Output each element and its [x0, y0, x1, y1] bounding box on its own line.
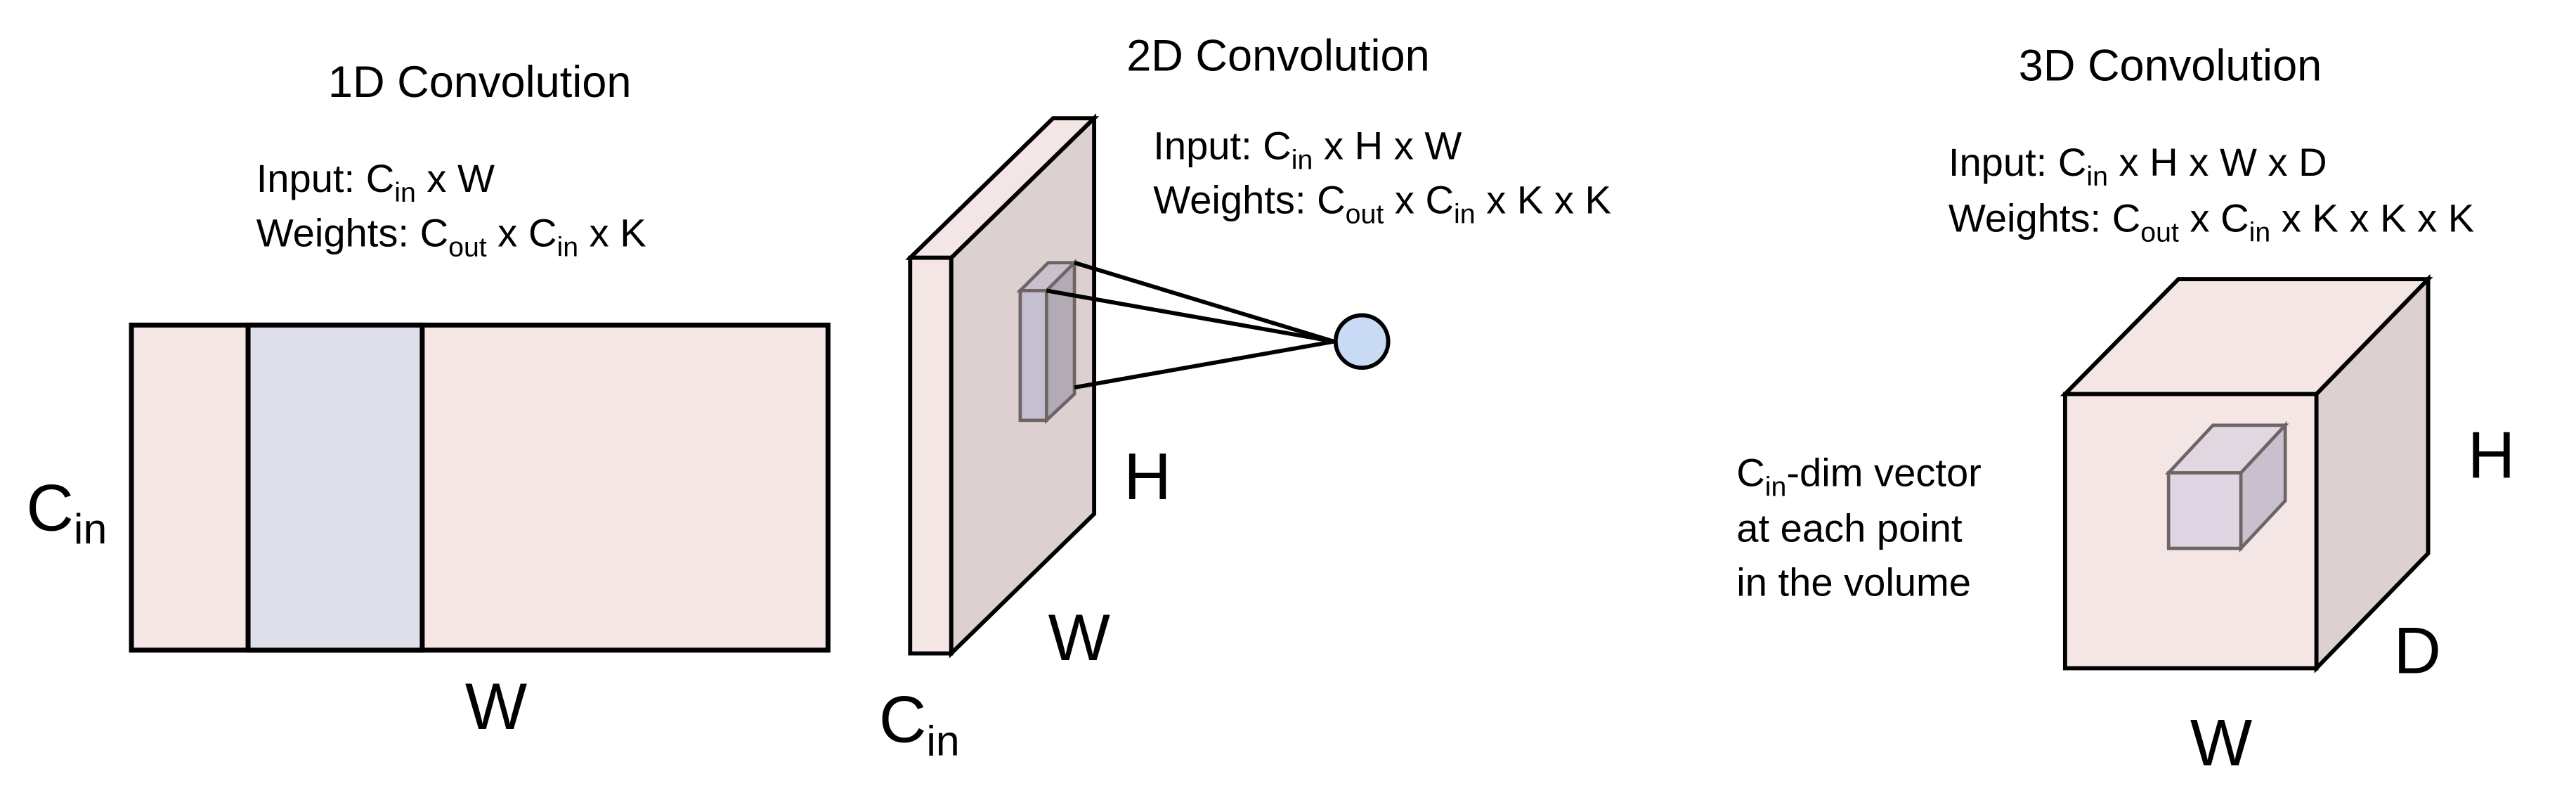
dim-rest: x K x K x K: [2270, 195, 2474, 240]
dim-c: C: [2058, 140, 2087, 184]
dim-sub: in: [557, 231, 578, 262]
dim-c: C: [1736, 450, 1765, 494]
conv3d-width-label: W: [2190, 705, 2252, 779]
input-label: Input:: [1949, 140, 2058, 184]
conv1d-width-label: W: [465, 669, 527, 743]
conv3d-note-line3: in the volume: [1736, 560, 1971, 605]
dim-sub: in: [394, 177, 416, 208]
conv2d-weights-spec: Weights: Cout x Cin x K x K: [1153, 178, 1611, 230]
dim-rest: x H x W x D: [2108, 140, 2327, 184]
conv1d-panel: 1D Convolution Input: Cin x W Weights: C…: [26, 58, 831, 743]
kernel-front: [2166, 471, 2243, 550]
note-text: -dim vector: [1786, 450, 1981, 494]
conv3d-panel: 3D Convolution Input: Cin x H x W x D We…: [1736, 41, 2515, 779]
dim-rest: x K x K: [1476, 178, 1611, 222]
dim-c: C: [366, 156, 395, 200]
conv1d-input-spec: Input: Cin x W: [256, 156, 495, 208]
dim-c: C: [2112, 195, 2141, 240]
conv3d-note-line1: Cin-dim vector: [1736, 450, 1982, 502]
dim-sub: out: [2140, 217, 2179, 247]
conv3d-height-label: H: [2468, 418, 2516, 492]
dim-sub: out: [1346, 199, 1384, 230]
weights-label: Weights:: [1949, 195, 2112, 240]
conv3d-input-spec: Input: Cin x H x W x D: [1949, 140, 2327, 192]
projection-line: [1074, 260, 1335, 344]
conv2d-title: 2D Convolution: [1126, 31, 1430, 80]
dim-sub: in: [1292, 145, 1313, 176]
conv3d-weights-spec: Weights: Cout x Cin x K x K x K: [1949, 195, 2474, 247]
dim-rest: x W: [416, 156, 495, 200]
weights-label: Weights:: [256, 210, 420, 254]
conv1d-kernel-window: [245, 322, 425, 653]
input-label: Input:: [256, 156, 366, 200]
dim-rest: x H x W: [1313, 124, 1462, 168]
conv2d-channels-label: Cin: [879, 683, 960, 765]
conv3d-note-line2: at each point: [1736, 506, 1963, 550]
projection-line: [1074, 339, 1334, 390]
conv1d-title: 1D Convolution: [328, 58, 632, 107]
conv2d-height-label: H: [1124, 439, 1171, 513]
dim-sub: in: [74, 505, 107, 553]
dim-sub: in: [1454, 199, 1476, 230]
dim-sub: in: [2249, 217, 2271, 247]
conv2d-width-label: W: [1048, 600, 1110, 674]
dim-sub: in: [1765, 471, 1787, 502]
conv2d-output-node: [1333, 313, 1391, 370]
input-label: Input:: [1153, 124, 1263, 168]
conv2d-panel: 2D Convolution Input: Cin x H x W Weight…: [879, 31, 1611, 764]
dim-c: C: [2220, 195, 2249, 240]
dim-sub: in: [2086, 161, 2108, 192]
conv1d-channels-label: Cin: [26, 470, 107, 553]
conv1d-input-tensor: [129, 322, 831, 653]
dim-c: C: [528, 210, 557, 254]
slab-edge: [908, 255, 954, 656]
dim-c: C: [1317, 178, 1346, 222]
dim-sub: out: [448, 231, 487, 262]
dim-rest: x K: [578, 210, 646, 254]
dim-c: C: [1263, 124, 1292, 168]
conv3d-kernel-cube: [2164, 420, 2289, 553]
conv3d-depth-label: D: [2393, 614, 2441, 688]
dim-c: C: [879, 683, 927, 756]
kernel-front: [1018, 289, 1048, 423]
weights-label: Weights:: [1153, 178, 1317, 222]
dim-sep: x: [487, 210, 528, 254]
dim-c: C: [420, 210, 449, 254]
dim-sep: x: [2179, 195, 2220, 240]
dim-sep: x: [1384, 178, 1425, 222]
dim-sub: in: [926, 716, 959, 764]
projection-line: [1046, 288, 1334, 344]
conv2d-input-spec: Input: Cin x H x W: [1153, 124, 1462, 176]
conv1d-weights-spec: Weights: Cout x Cin x K: [256, 210, 646, 262]
conv2d-kernel: [1016, 259, 1079, 425]
dim-c: C: [26, 470, 74, 544]
dim-c: C: [1426, 178, 1455, 222]
conv3d-title: 3D Convolution: [2019, 41, 2322, 90]
